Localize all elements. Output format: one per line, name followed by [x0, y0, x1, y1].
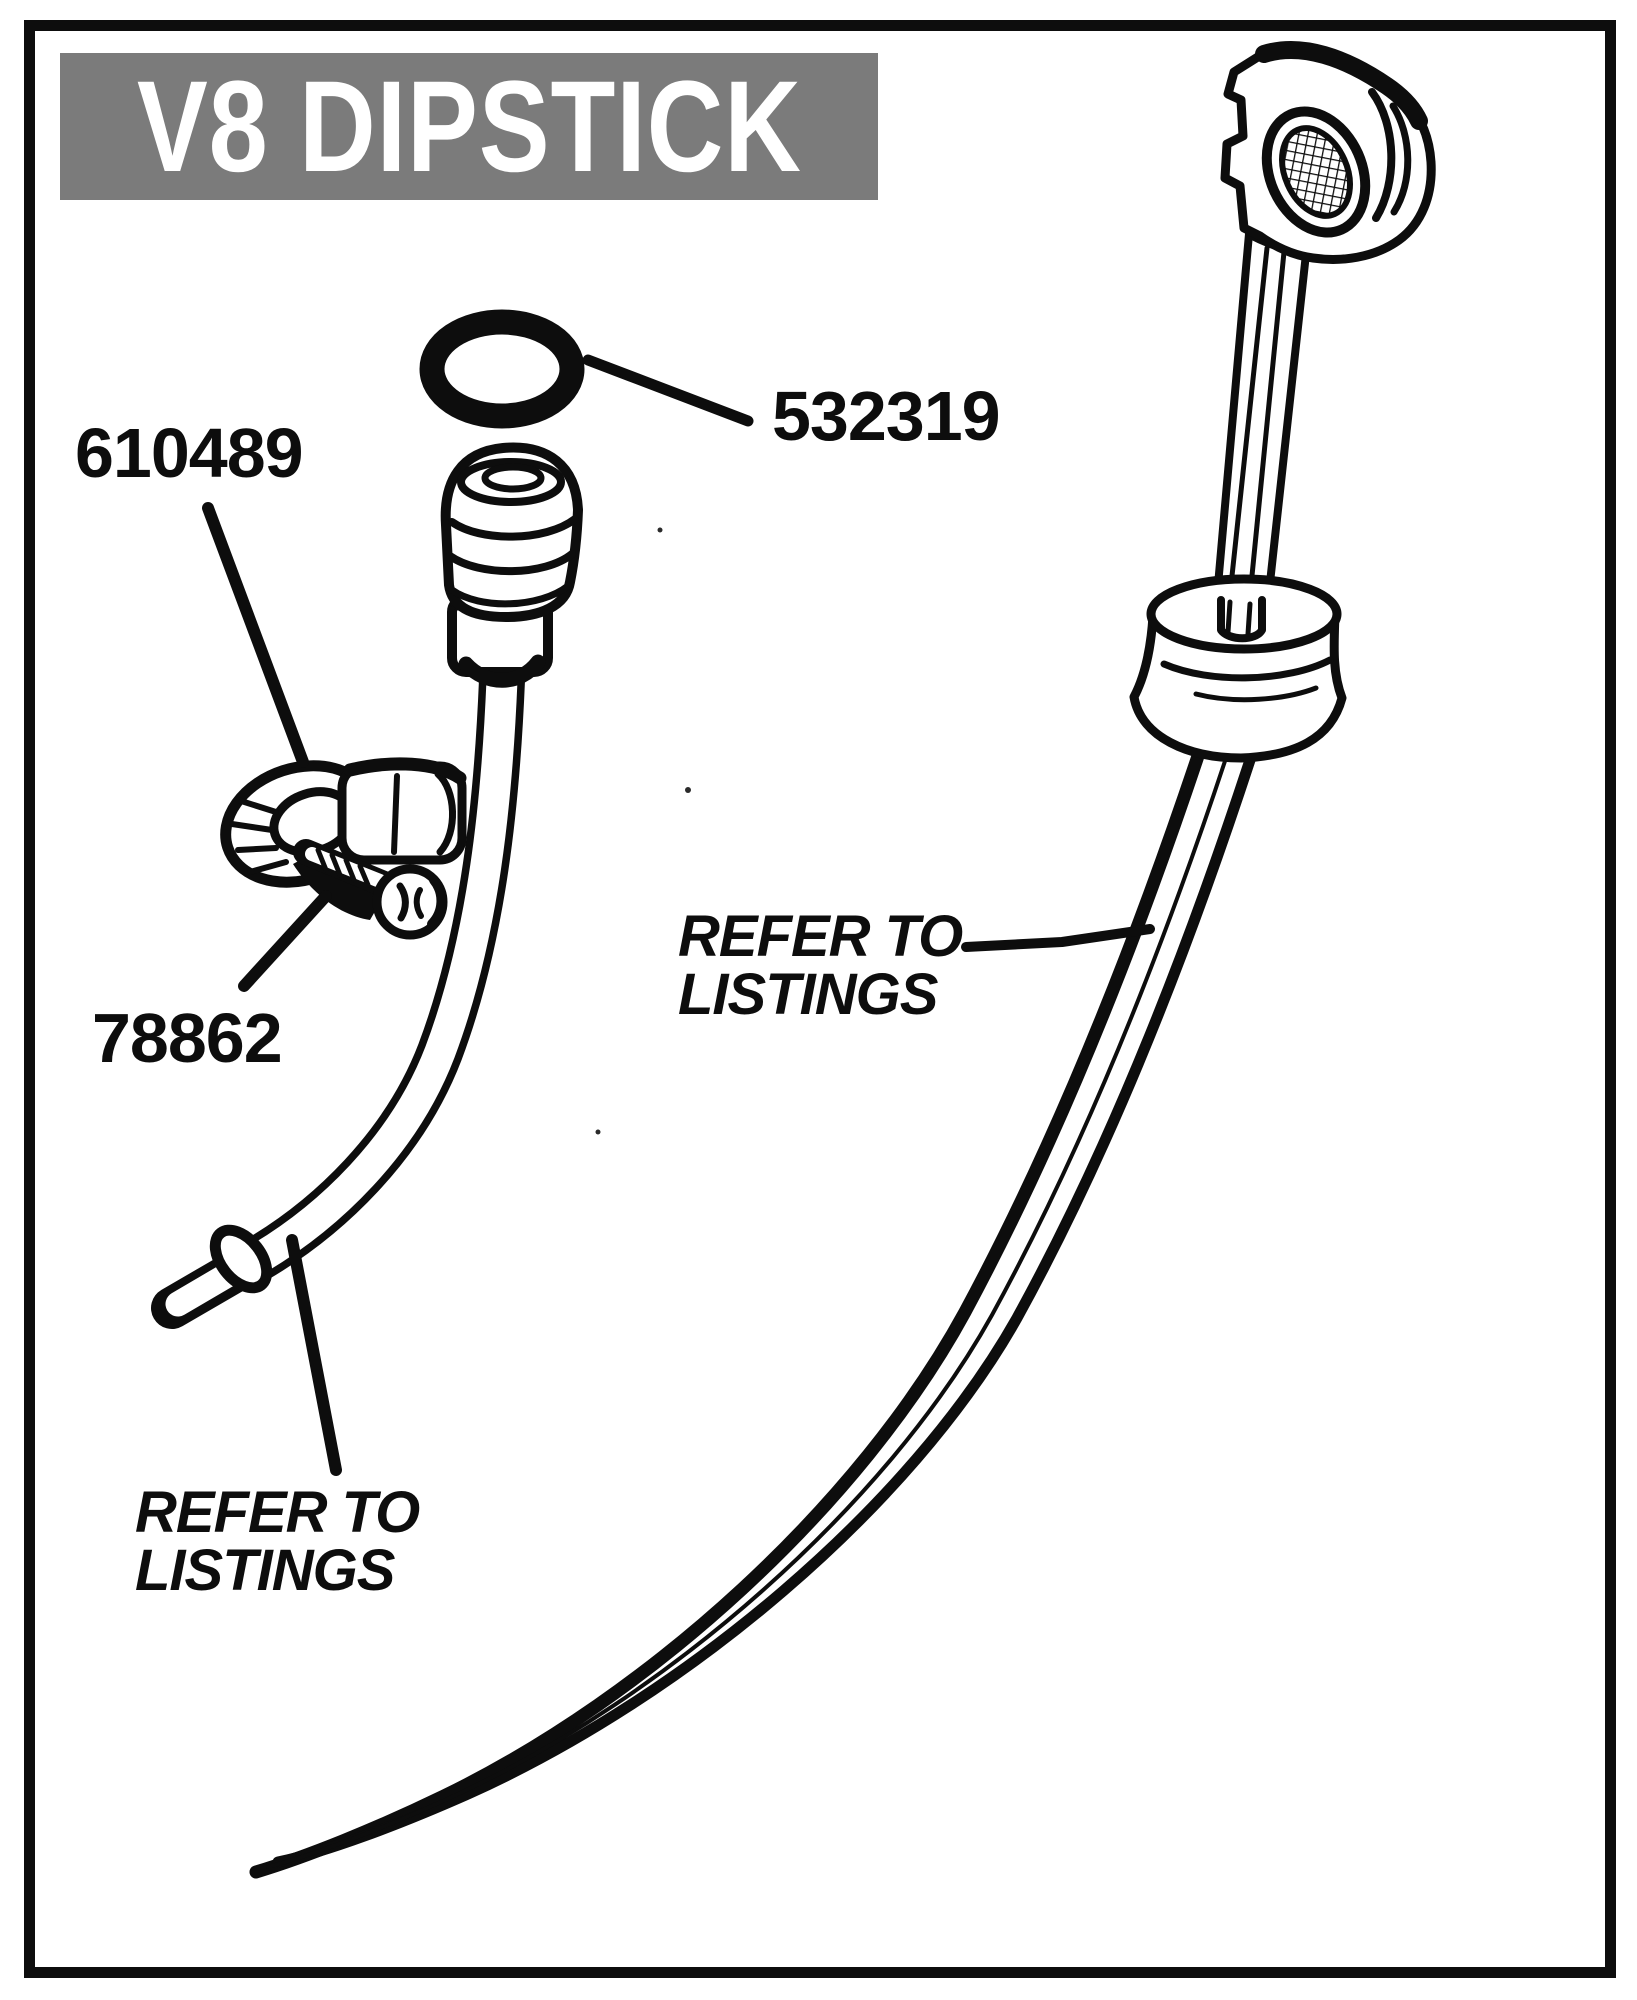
dipstick-refer-to-listings-note: REFER TO LISTINGS	[678, 904, 963, 1027]
handle-grip-hatched-oval	[1261, 106, 1371, 238]
dipstick-shaft-illustration	[1212, 230, 1310, 614]
dipstick-handle-illustration	[1220, 41, 1436, 264]
tube-note-line-1: REFER TO	[135, 1480, 420, 1545]
tube-note-line-2: LISTINGS	[135, 1538, 395, 1603]
title-banner: V8 DIPSTICK	[60, 53, 878, 200]
leader-line-dipstick-note	[961, 924, 1155, 952]
print-specks	[595, 527, 691, 1135]
part-number-label-oring: 532319	[772, 377, 1001, 455]
tube-refer-to-listings-note: REFER TO LISTINGS	[135, 1480, 420, 1603]
tube-cap-illustration	[440, 442, 583, 622]
dipstick-tube-illustration	[233, 657, 525, 1283]
dipstick-note-line-2: LISTINGS	[678, 962, 938, 1027]
screw-illustration	[293, 839, 448, 940]
leader-line-oring	[582, 354, 754, 427]
part-number-label-bracket: 610489	[75, 414, 304, 492]
oring-illustration	[419, 309, 585, 429]
leader-lines	[202, 354, 1155, 1476]
page-title: V8 DIPSTICK	[136, 53, 802, 200]
diagram-border-frame	[24, 20, 1616, 1978]
leader-line-bracket	[202, 502, 309, 768]
leader-line-screw	[238, 890, 332, 992]
dipstick-blade-illustration	[249, 743, 1258, 1879]
leader-line-tube-note	[286, 1234, 342, 1476]
grommet-illustration	[1129, 574, 1347, 763]
part-number-label-screw: 78862	[92, 999, 283, 1077]
tube-end-ferrule-illustration	[151, 1224, 273, 1329]
dipstick-note-line-1: REFER TO	[678, 904, 963, 969]
